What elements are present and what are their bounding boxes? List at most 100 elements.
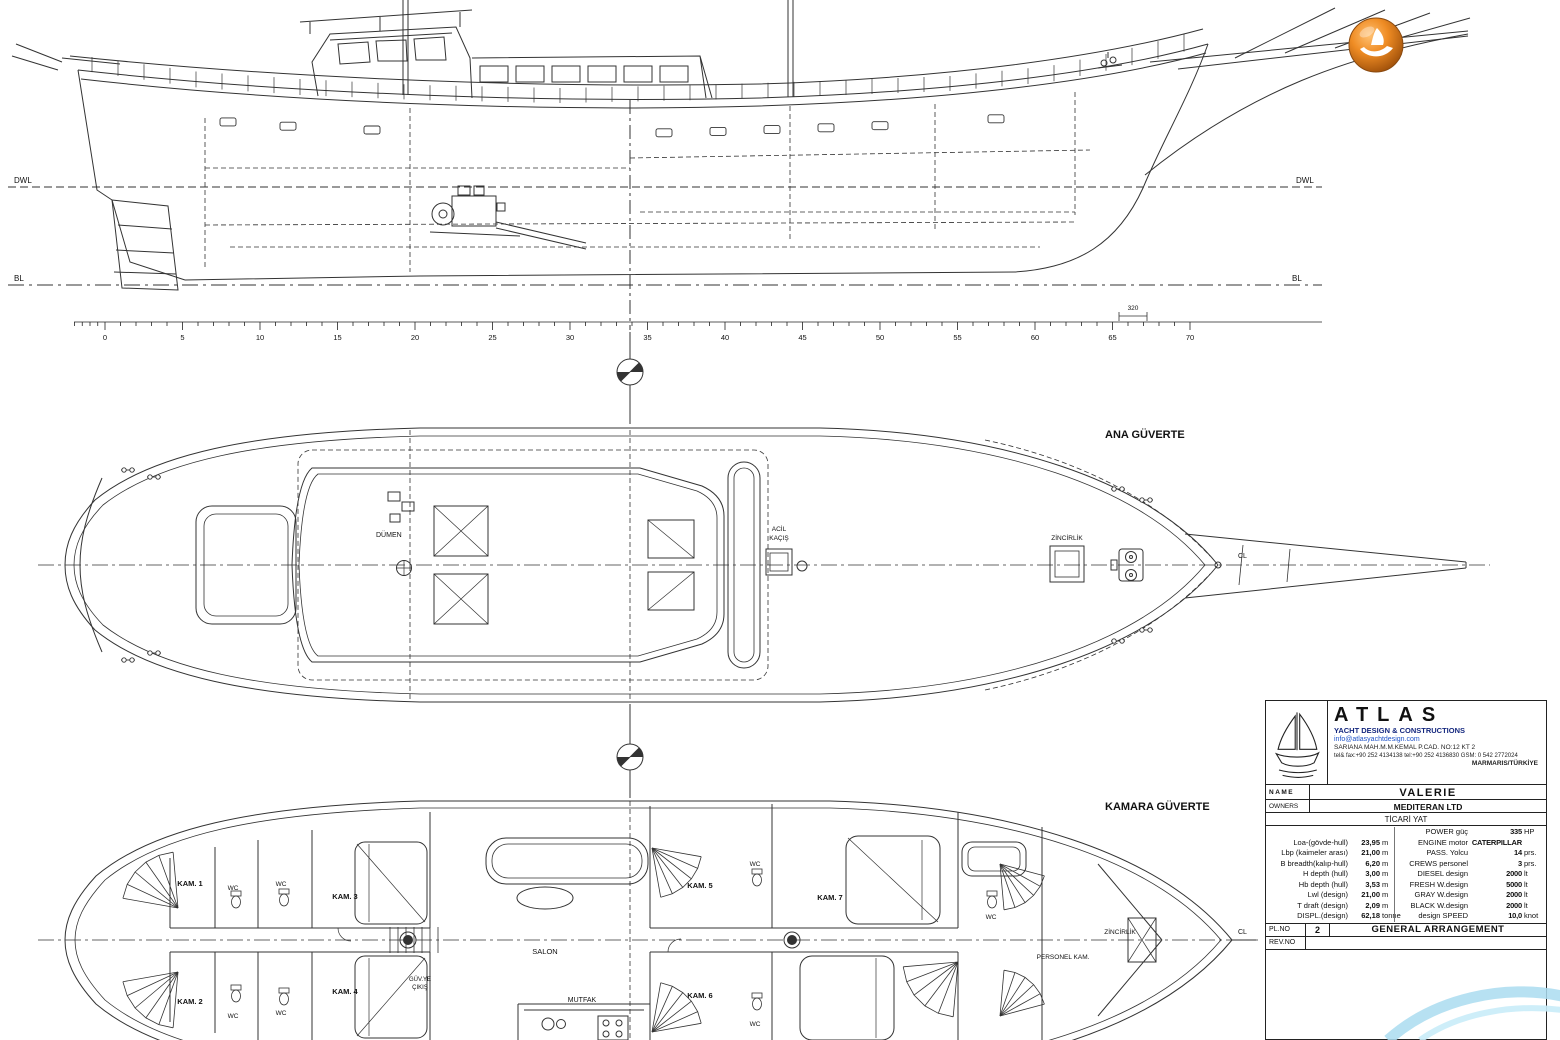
toilet-fixture xyxy=(230,890,242,909)
label-wc-4: WC xyxy=(276,1010,287,1017)
fan-bed xyxy=(122,851,179,909)
scale-tick-label: 5 xyxy=(180,333,184,342)
scale-ruler xyxy=(74,321,1322,330)
label-cabin-4: KAM. 4 xyxy=(332,987,358,996)
label-cabin-6: KAM. 6 xyxy=(687,991,712,1000)
toilet-fixture xyxy=(986,890,998,909)
label-deck-exit-2: ÇIKIŞ xyxy=(412,985,428,991)
toilet-fixture xyxy=(278,888,290,907)
label-wc-5: WC xyxy=(750,861,761,868)
company-subtitle: YACHT DESIGN & CONSTRUCTIONS xyxy=(1334,726,1465,735)
site-logo[interactable] xyxy=(1347,16,1405,74)
scale-tick-label: 35 xyxy=(643,333,651,342)
company-city: MARMARIS/TÜRKİYE xyxy=(1471,760,1538,767)
company-name: ATLAS xyxy=(1334,704,1445,726)
scale-tick-label: 0 xyxy=(103,333,107,342)
label-salon: SALON xyxy=(532,947,557,956)
vessel-type: TİCARİ YAT xyxy=(1266,813,1546,826)
deck-cleats xyxy=(121,467,1153,663)
label-wc-3: WC xyxy=(228,1013,239,1020)
label-cabin-2: KAM. 2 xyxy=(177,997,202,1006)
label-bl-right: BL xyxy=(1292,274,1302,283)
title-block: ATLAS YACHT DESIGN & CONSTRUCTIONS info@… xyxy=(1265,700,1547,1040)
revision-label: REV.NO xyxy=(1266,936,1306,949)
scale-tick-label: 20 xyxy=(411,333,419,342)
label-crew-cabin: PERSONEL KAM. xyxy=(1037,954,1090,961)
label-wc-7: WC xyxy=(986,914,997,921)
yacht-name: VALERIE xyxy=(1399,786,1457,799)
label-deck-exit-1: GÜV.YE xyxy=(409,976,431,983)
label-wc-1: WC xyxy=(228,885,239,892)
label-cabin-5: KAM. 5 xyxy=(687,881,712,890)
atlas-logo xyxy=(1266,701,1328,784)
scale-tick-label: 70 xyxy=(1186,333,1194,342)
scale-tick-label: 25 xyxy=(488,333,496,342)
label-cabin-deck-title: KAMARA GÜVERTE xyxy=(1105,800,1210,813)
label-dwl-left: DWL xyxy=(14,176,32,185)
toilet-fixture xyxy=(230,984,242,1003)
label-escape-1: ACİL xyxy=(772,524,787,533)
fan-bed xyxy=(999,863,1045,911)
fan-bed xyxy=(651,847,702,898)
fan-bed xyxy=(651,982,702,1033)
company-email: info@atlasyachtdesign.com xyxy=(1334,736,1420,743)
label-escape-2: KAÇIŞ xyxy=(769,535,789,542)
profile-view xyxy=(8,0,1471,330)
scale-tick-label: 65 xyxy=(1108,333,1116,342)
title-block-header: ATLAS YACHT DESIGN & CONSTRUCTIONS info@… xyxy=(1266,701,1546,785)
plan-number-label: PL.NO xyxy=(1266,923,1306,936)
label-bl-left: BL xyxy=(14,274,24,283)
drawing-title: GENERAL ARRANGEMENT xyxy=(1371,924,1505,935)
label-cl-cabin: CL xyxy=(1238,929,1247,936)
label-chain-locker-cabin: ZİNCİRLİK xyxy=(1104,927,1136,936)
label-galley: MUTFAK xyxy=(568,997,597,1004)
companionway-stairs xyxy=(389,927,439,953)
label-dim-320: 320 xyxy=(1128,305,1139,312)
name-label: NAME xyxy=(1266,785,1310,799)
railing-stanchions xyxy=(91,34,1185,103)
name-row: NAME VALERIE xyxy=(1266,785,1546,800)
toilet-fixture xyxy=(278,987,290,1006)
cabin-deck-plan xyxy=(38,800,1258,1040)
scale-tick-label: 10 xyxy=(256,333,264,342)
toilet-fixture xyxy=(751,992,763,1011)
title-block-empty xyxy=(1266,950,1546,1040)
fan-bed xyxy=(999,969,1045,1017)
label-main-deck-title: ANA GÜVERTE xyxy=(1105,428,1185,441)
label-chain-locker-main: ZİNCİRLİK xyxy=(1051,533,1083,542)
logo-sail-icon xyxy=(1371,28,1384,45)
owners-value: MEDITERAN LTD xyxy=(1393,801,1463,812)
revision-row: REV.NO xyxy=(1266,936,1546,950)
company-info: ATLAS YACHT DESIGN & CONSTRUCTIONS info@… xyxy=(1328,701,1546,784)
owners-label: OWNERS xyxy=(1266,800,1310,812)
scale-tick-label: 15 xyxy=(333,333,341,342)
company-phone: tel& fax:+90 252 4134138 tel:+90 252 413… xyxy=(1334,753,1518,759)
label-cabin-1: KAM. 1 xyxy=(177,879,202,888)
scale-tick-label: 40 xyxy=(721,333,729,342)
scale-tick-label: 45 xyxy=(798,333,806,342)
portholes xyxy=(219,114,1005,138)
plan-number-value: 2 xyxy=(1306,923,1330,936)
company-address: SARIANA MAH.M.M.KEMAL P.CAD. NO:12 KT 2 xyxy=(1334,744,1476,751)
label-cabin-7: KAM. 7 xyxy=(817,893,842,902)
owners-row: OWNERS MEDITERAN LTD xyxy=(1266,800,1546,813)
label-dwl-right: DWL xyxy=(1296,176,1314,185)
scale-tick-label: 50 xyxy=(876,333,884,342)
scale-tick-label: 30 xyxy=(566,333,574,342)
label-helm: DÜMEN xyxy=(376,531,402,539)
toilet-fixture xyxy=(751,868,763,887)
sailboat-logo-icon xyxy=(1274,711,1320,778)
